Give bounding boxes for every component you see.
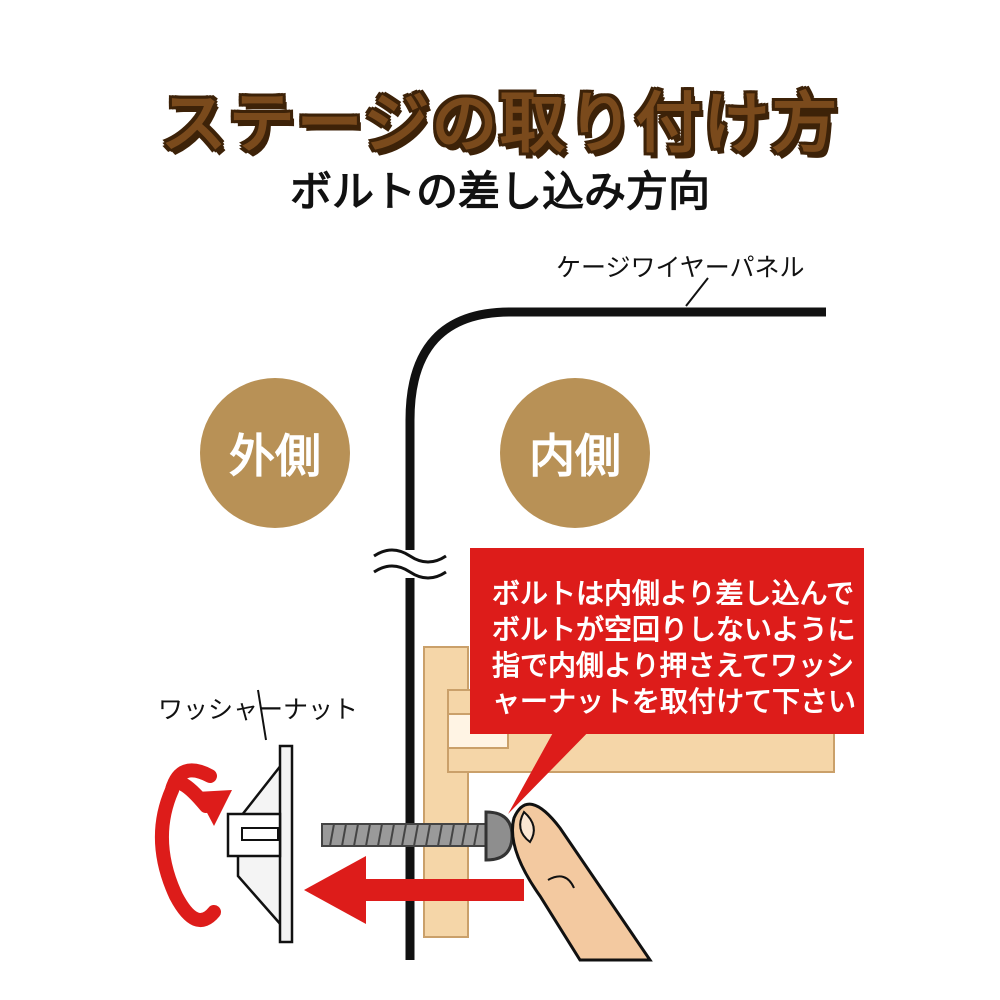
page-title: ステージの取り付け方 xyxy=(160,85,840,162)
washer-nut-label: ワッシャーナット xyxy=(158,695,359,724)
rotation-arrow-icon xyxy=(154,763,232,927)
bolt-icon xyxy=(321,810,514,862)
washer-leader-line xyxy=(257,689,267,741)
insert-direction-arrow-icon xyxy=(304,856,524,924)
break-mark xyxy=(373,548,447,580)
instruction-line-2: ボルトが空回りしないように xyxy=(492,613,856,646)
panel-leader-line xyxy=(685,277,709,307)
instruction-line-1: ボルトは内側より差し込んで xyxy=(492,577,855,610)
cage-wire-panel-label: ケージワイヤーパネル xyxy=(556,253,805,282)
outside-badge: 外側 xyxy=(200,378,350,528)
washer-nut-icon xyxy=(226,689,294,944)
finger-icon xyxy=(510,802,653,962)
instruction-callout: ボルトは内側より差し込んで ボルトが空回りしないように 指で内側より押さえてワッ… xyxy=(470,548,864,734)
inside-badge: 内側 xyxy=(500,378,650,528)
page-subtitle: ボルトの差し込み方向 xyxy=(289,167,710,216)
instruction-line-4: ャーナットを取付けて下さい xyxy=(492,685,857,718)
instruction-line-3: 指で内側より押さえてワッシ xyxy=(492,649,855,682)
inside-label: 内側 xyxy=(529,429,621,483)
outside-label: 外側 xyxy=(229,429,321,483)
cage-wire-panel xyxy=(405,307,826,960)
callout-pointer xyxy=(508,720,600,814)
